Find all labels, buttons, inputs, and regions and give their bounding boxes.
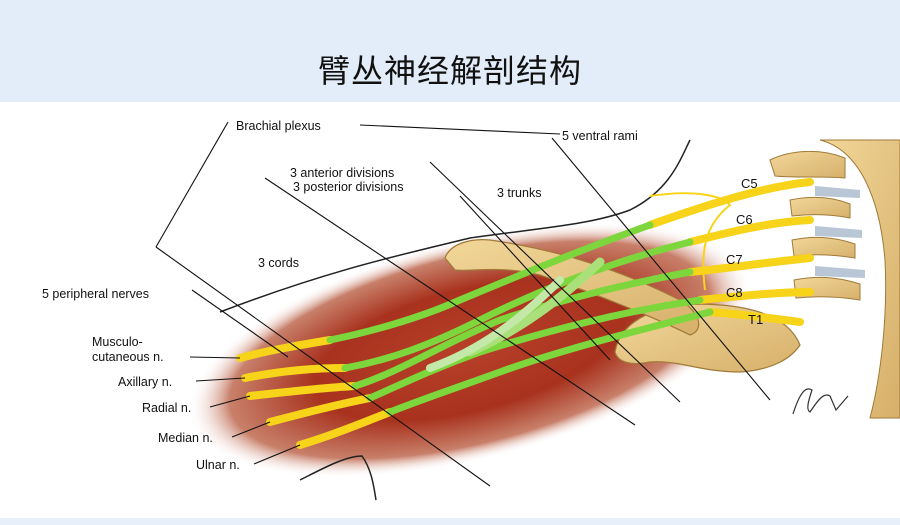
label-cutaneous: cutaneous n.: [92, 350, 164, 364]
plexus-network: [326, 221, 714, 416]
label-brachial-plexus: Brachial plexus: [236, 119, 321, 133]
skin-outline-upper: [219, 139, 691, 313]
label-peripheral-nerves: 5 peripheral nerves: [42, 287, 149, 301]
label-median: Median n.: [158, 431, 213, 445]
label-posterior-divisions: 3 posterior divisions: [293, 180, 403, 194]
spine: [769, 139, 900, 419]
label-cords: 3 cords: [258, 256, 299, 270]
peripheral-nerve-endings: [236, 336, 394, 449]
slide-title: 臂丛神经解剖结构: [317, 52, 582, 90]
label-musculo: Musculo-: [92, 335, 143, 349]
label-root-c5: C5: [741, 176, 758, 191]
label-anterior-divisions: 3 anterior divisions: [290, 166, 394, 180]
label-axillary: Axillary n.: [118, 375, 172, 389]
brachial-plexus-illustration: Brachial plexus 5 ventral rami 3 anterio…: [42, 119, 900, 501]
nerve-thin-branch: [649, 192, 732, 291]
pointer-lines: [189, 356, 301, 465]
label-root-c7: C7: [726, 252, 743, 267]
title-band: [0, 0, 900, 102]
label-root-c8: C8: [726, 285, 743, 300]
leader-lines: [155, 121, 771, 487]
label-root-c6: C6: [736, 212, 753, 227]
label-radial: Radial n.: [142, 401, 191, 415]
skin-outline-lower: [299, 455, 377, 501]
artist-signature: [792, 388, 849, 415]
figure-panel: Brachial plexus 5 ventral rami 3 anterio…: [0, 102, 900, 518]
label-root-t1: T1: [748, 312, 763, 327]
label-trunks: 3 trunks: [497, 186, 541, 200]
bottom-strip: [0, 518, 900, 525]
label-ventral-rami: 5 ventral rami: [562, 129, 638, 143]
label-ulnar: Ulnar n.: [196, 458, 240, 472]
